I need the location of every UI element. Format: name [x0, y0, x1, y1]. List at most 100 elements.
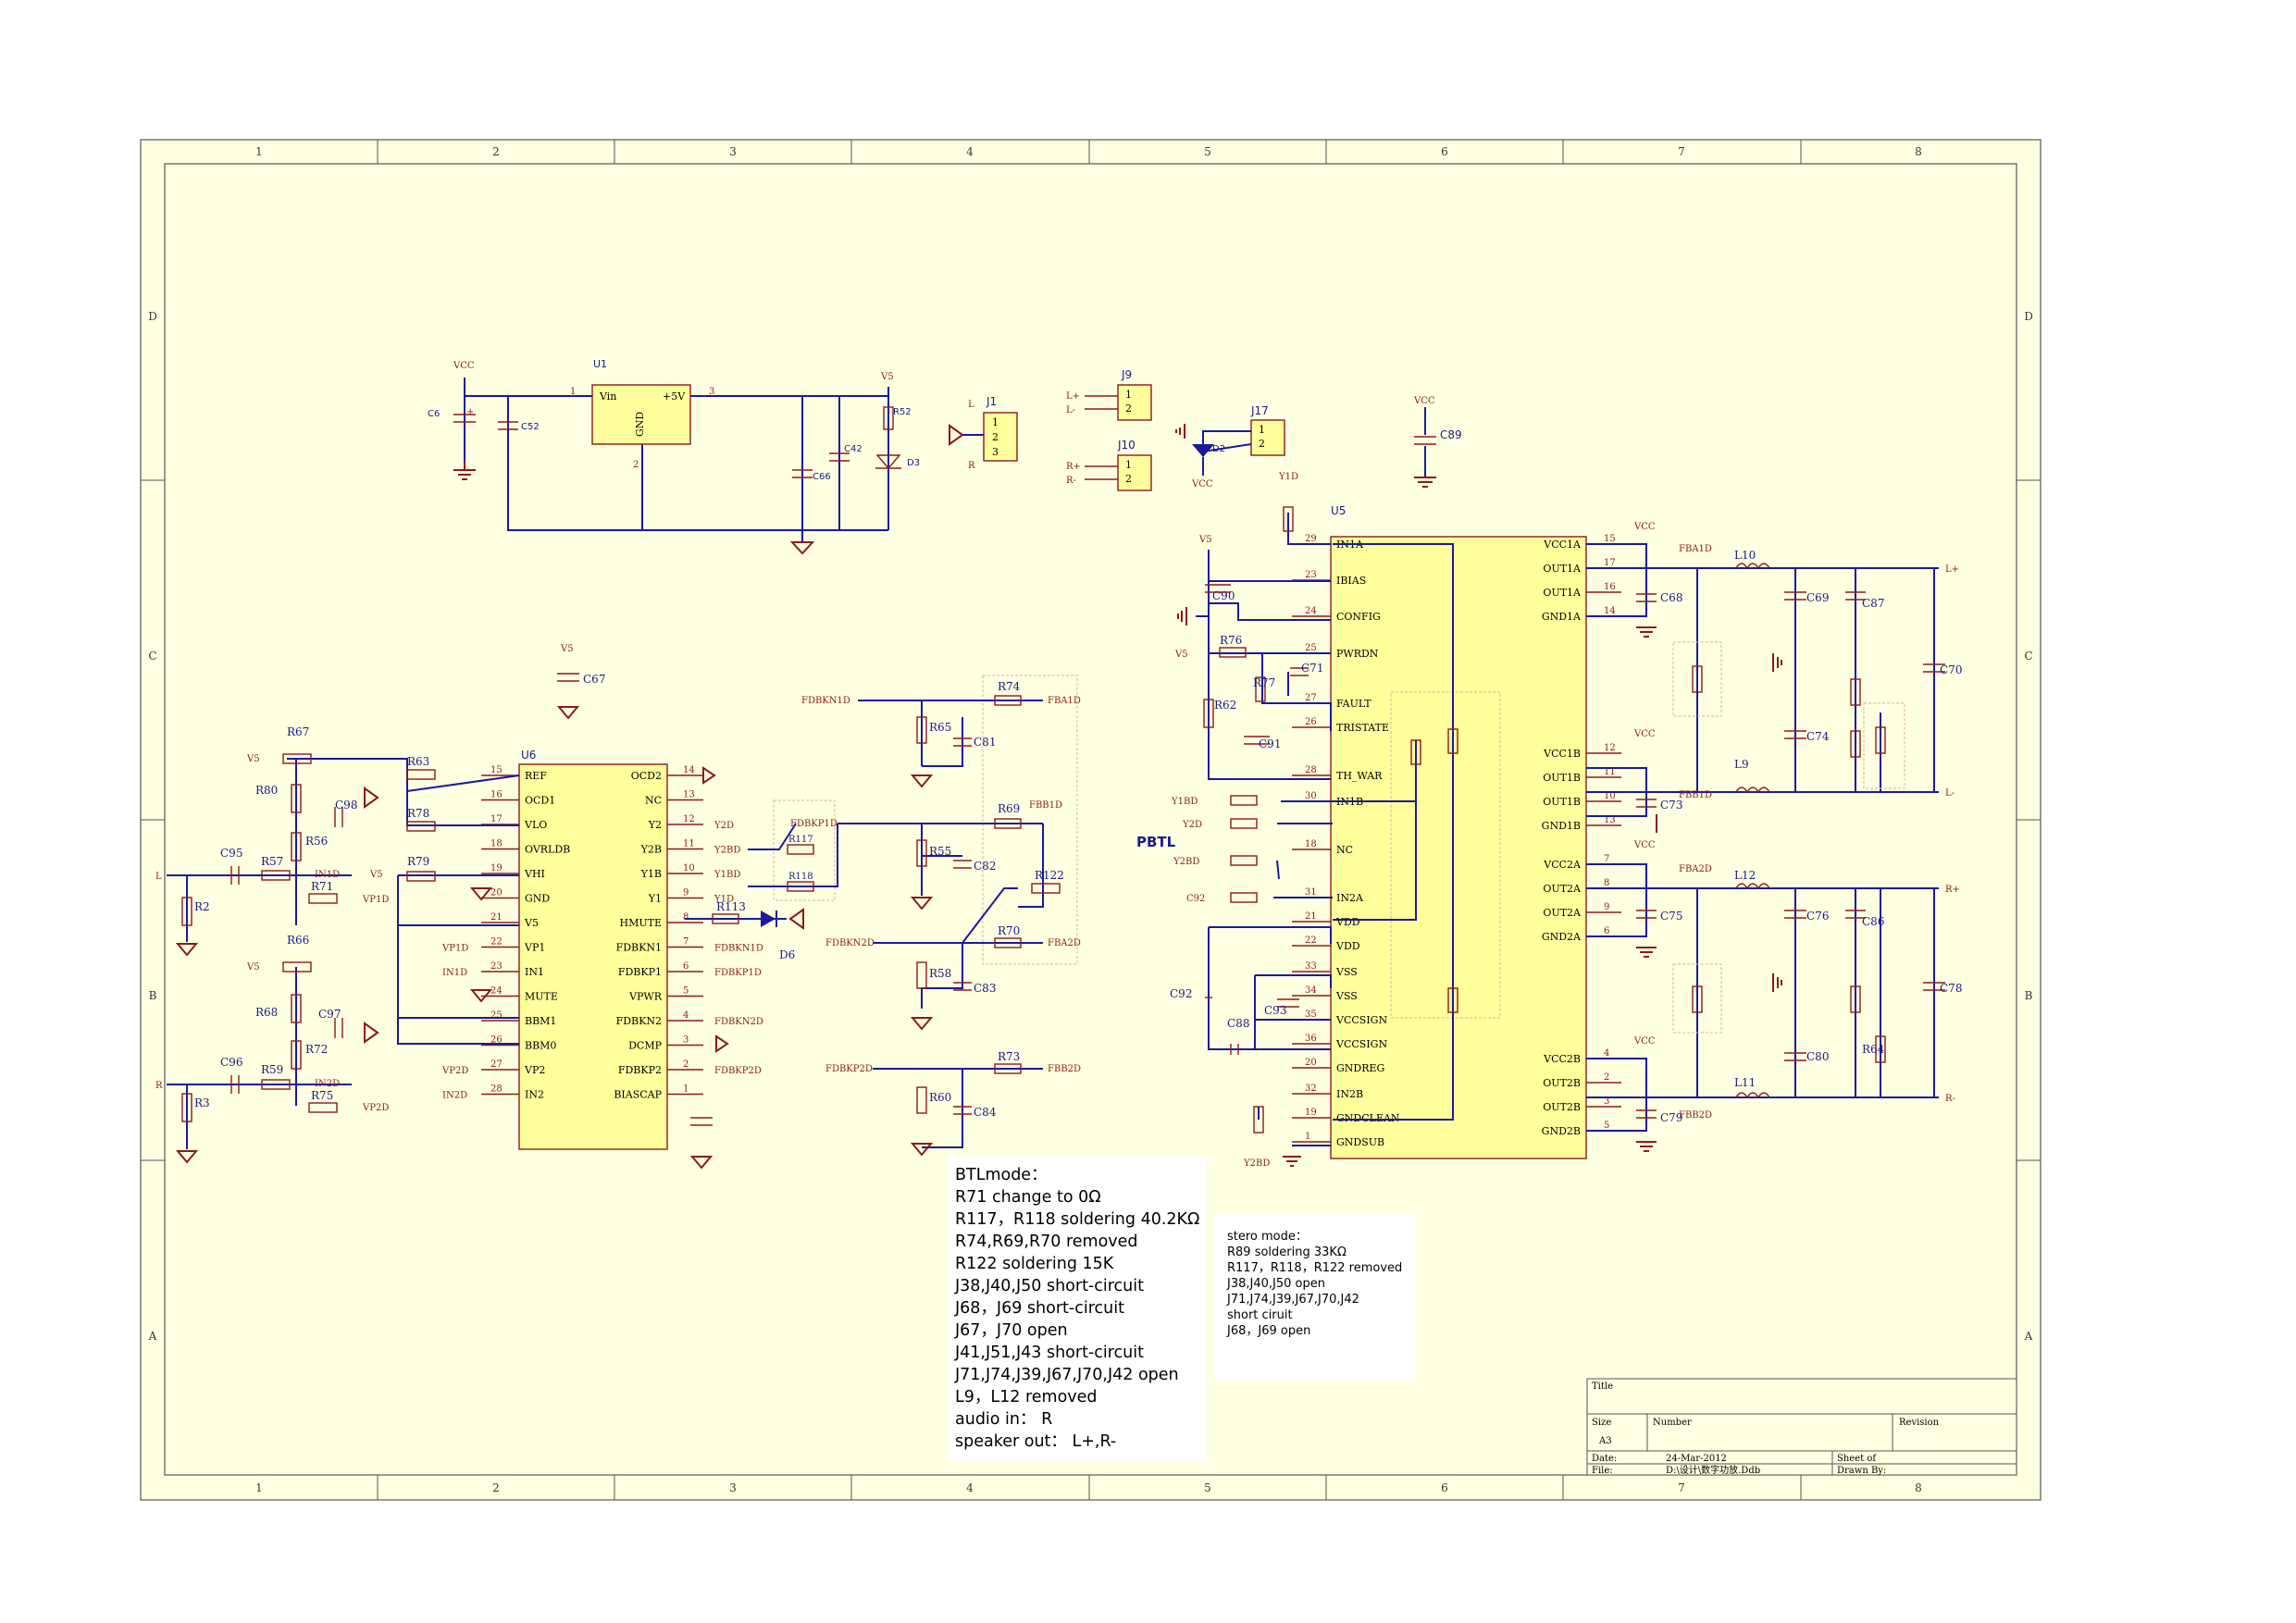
u5-pin-name: GND2B: [1542, 1125, 1581, 1137]
u5-pin-number: 7: [1604, 854, 1609, 864]
u5-net-label: C92: [1186, 894, 1205, 904]
j9-net-lminus: L-: [1066, 405, 1075, 415]
u6-pin-name: FDBKN1: [616, 942, 662, 954]
col-label-bottom: 2: [492, 1481, 500, 1494]
u6-pin-name: OVRLDB: [525, 844, 570, 856]
part-label: R70: [998, 924, 1020, 937]
btl-note-line: J68，J69 short-circuit: [954, 1299, 1124, 1318]
u1-gnd-pin: GND: [634, 412, 646, 437]
u5-pin-number: 29: [1305, 534, 1317, 544]
btl-note-line: R117，R118 soldering 40.2KΩ: [955, 1210, 1199, 1229]
u5-pin-number: 14: [1604, 606, 1616, 616]
u5-pin-name: OUT2A: [1543, 883, 1582, 895]
part-label: R55: [929, 845, 951, 858]
j9-ref: J9: [1121, 368, 1132, 381]
u5-pin-name: IN2A: [1336, 892, 1364, 904]
u5-pin-number: 17: [1604, 558, 1616, 568]
terminal-label: R-: [1945, 1094, 1955, 1104]
part-label: R58: [929, 967, 951, 980]
u5-pin-name: TRISTATE: [1336, 722, 1389, 734]
col-label-bottom: 7: [1678, 1481, 1685, 1494]
fb-net-label: FBA1D: [1048, 696, 1081, 706]
fb-net-label: FDBKP2D: [825, 1064, 873, 1074]
row-label-right: D: [2024, 310, 2033, 323]
u6-pin-number: 10: [683, 863, 695, 873]
col-label-bottom: 4: [966, 1481, 974, 1494]
u5-net-label: Y2BD: [1173, 857, 1199, 867]
terminal-label: R+: [1945, 885, 1960, 895]
part-label: R118: [788, 872, 813, 882]
col-label-top: 2: [492, 145, 500, 158]
u5-pin-name: VDD: [1335, 916, 1360, 928]
size-value: A3: [1598, 1436, 1612, 1446]
u6-pin-number: 25: [490, 1010, 503, 1021]
ground-icon: [1283, 1156, 1301, 1167]
j10-net-rplus: R+: [1066, 462, 1081, 472]
u6-pin-number: 18: [490, 839, 503, 849]
u6-net-label: Y2D: [714, 821, 734, 831]
u5-pin-number: 18: [1305, 839, 1317, 849]
part-label: C86: [1862, 915, 1884, 928]
u6-pin-name: FDBKP1: [618, 966, 662, 978]
part-label: R113: [716, 900, 746, 913]
u5-pin-number: 36: [1305, 1034, 1317, 1044]
j17-ref: J17: [1250, 404, 1269, 417]
stereo-note-line: R89 soldering 33KΩ: [1227, 1245, 1347, 1259]
u6-pin-number: 23: [490, 961, 503, 972]
u6-net-label: FDBKN1D: [714, 944, 763, 954]
part-label: C67: [583, 673, 605, 686]
u5-pin-name: OUT1B: [1543, 796, 1581, 808]
u5-pin-name: VSS: [1335, 966, 1358, 978]
u1-vin-pin: Vin: [599, 390, 616, 403]
u6-pin-name: VPWR: [628, 991, 663, 1003]
part-label: R62: [1214, 699, 1236, 712]
part-label: R64: [1862, 1043, 1885, 1056]
u5-pin-number: 21: [1305, 911, 1317, 922]
u5-pin-name: GNDCLEAN: [1336, 1112, 1400, 1124]
u5-pin-number: 24: [1305, 606, 1317, 616]
u5-pin-name: IN2B: [1336, 1088, 1363, 1100]
u5-pin-number: 10: [1604, 791, 1616, 801]
part-label: C95: [220, 847, 242, 860]
u6-pin-number: 8: [683, 912, 689, 923]
row-label-right: A: [2024, 1330, 2033, 1343]
ground-icon: [689, 1156, 714, 1170]
u5-pin-number: 31: [1305, 887, 1317, 898]
u1-pin1: 1: [570, 387, 576, 397]
part-label: C73: [1660, 799, 1682, 812]
part-label: L12: [1734, 869, 1756, 882]
col-label-top: 8: [1915, 145, 1922, 158]
row-label-left: A: [148, 1330, 157, 1343]
part-label: L10: [1734, 549, 1756, 562]
part-label: L9: [1734, 758, 1749, 771]
u6-net-label: VP1D: [441, 944, 468, 954]
part-label: C70: [1940, 663, 1962, 676]
u6-net-label: Y1BD: [714, 870, 740, 880]
part-label: R74: [998, 680, 1021, 693]
c52-label: C52: [521, 422, 540, 432]
ground-icon: [364, 787, 379, 809]
u6-pin-name: VLO: [524, 819, 547, 831]
ground-icon: [702, 766, 716, 785]
regulator-u1: [591, 384, 691, 445]
u5-pin-name: VCC2A: [1543, 859, 1582, 871]
u5-pin-number: 27: [1305, 693, 1317, 703]
u5-pin-name: OUT1A: [1543, 587, 1582, 599]
u5-pin-name: TH_WAR: [1336, 770, 1383, 782]
fb-net-label: FDBKP1D: [790, 819, 838, 829]
u5-pin-name: VDD: [1335, 940, 1360, 952]
ground-icon: [364, 1022, 379, 1044]
part-label: R80: [255, 784, 278, 797]
part-label: C96: [220, 1056, 242, 1069]
u6-net-label: FDBKN2D: [714, 1017, 763, 1027]
connector-j17: [1250, 419, 1285, 456]
j9-net-lplus: L+: [1066, 391, 1080, 402]
j9-pin-2: 2: [1125, 403, 1132, 415]
u5-pin-number: 2: [1604, 1072, 1609, 1083]
part-label: R67: [287, 725, 309, 738]
part-label: C97: [318, 1008, 341, 1021]
row-label-left: C: [148, 650, 156, 663]
